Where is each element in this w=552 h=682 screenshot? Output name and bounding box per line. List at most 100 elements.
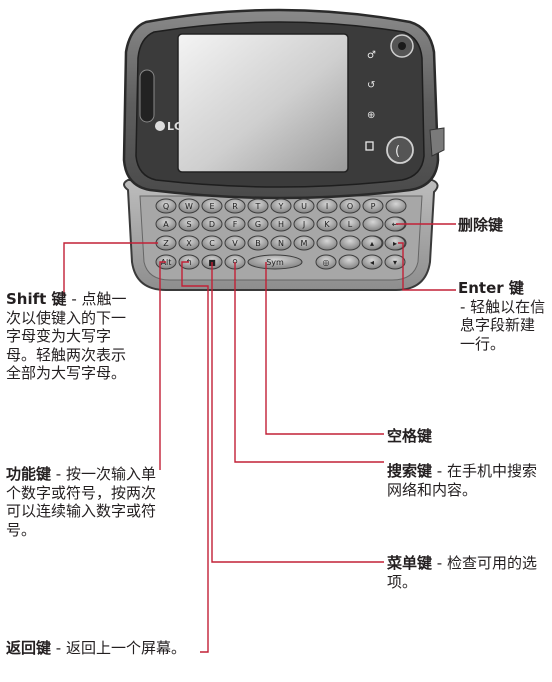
back-key-label: 返回键 - 返回上一个屏幕。	[6, 639, 211, 658]
enter-key-label: Enter 键 - 轻触以在信息字段新建一行。	[458, 279, 548, 353]
key-s[interactable]: S	[178, 216, 200, 232]
lg-logo: LG	[155, 120, 183, 133]
search-key-label: 搜索键 - 在手机中搜索网络和内容。	[387, 462, 547, 499]
key-b[interactable]: B	[247, 235, 269, 251]
key-z[interactable]: Z	[155, 235, 177, 251]
svg-text:Sym: Sym	[266, 258, 284, 267]
svg-text:K: K	[324, 220, 330, 229]
key-period[interactable]	[338, 254, 360, 270]
search-key-desc: - 在手机中搜索网络和内容。	[387, 462, 537, 499]
svg-text:▾: ▾	[393, 258, 397, 267]
delete-key-title: 删除键	[458, 216, 504, 234]
svg-text:LG: LG	[167, 120, 183, 133]
key-left[interactable]: ◂	[361, 254, 383, 270]
key-g[interactable]: G	[247, 216, 269, 232]
svg-text:H: H	[278, 220, 284, 229]
key-w[interactable]: W	[178, 198, 200, 214]
key-v[interactable]: V	[224, 235, 246, 251]
key-d[interactable]: D	[201, 216, 223, 232]
space-key-title: 空格键	[387, 427, 433, 445]
key-m[interactable]: M	[293, 235, 315, 251]
svg-text:D: D	[209, 220, 215, 229]
key-delete[interactable]: ←	[384, 216, 406, 232]
key-y[interactable]: Y	[270, 198, 292, 214]
svg-text:U: U	[301, 202, 307, 211]
svg-text:Z: Z	[163, 239, 169, 248]
key-t[interactable]: T	[247, 198, 269, 214]
key-p[interactable]: P	[362, 198, 384, 214]
key-h[interactable]: H	[270, 216, 292, 232]
key-o[interactable]: O	[339, 198, 361, 214]
svg-text:↺: ↺	[367, 80, 375, 91]
screen	[177, 33, 349, 173]
shift-key-label: Shift 键 - 点触一次以使键入的下一字母变为大写字母。轻触两次表示全部为大…	[6, 290, 140, 383]
svg-text:←: ←	[392, 220, 399, 229]
key-r[interactable]: R	[224, 198, 246, 214]
shift-key-title: Shift 键	[6, 290, 67, 308]
svg-text:G: G	[255, 220, 261, 229]
phone-body: LG ♂ ↺ ⊕ (	[122, 8, 445, 200]
svg-text:I: I	[326, 202, 328, 211]
key-l[interactable]: L	[339, 216, 361, 232]
key-up[interactable]: ▴	[361, 235, 383, 251]
menu-key-desc: - 检查可用的选项。	[387, 554, 537, 591]
key-j[interactable]: J	[293, 216, 315, 232]
key-f[interactable]: F	[224, 216, 246, 232]
svg-text:S: S	[186, 220, 191, 229]
key-space[interactable]: Sym	[247, 254, 303, 270]
svg-text:L: L	[348, 220, 353, 229]
enter-key-title: Enter 键	[458, 279, 524, 297]
key-u[interactable]: U	[293, 198, 315, 214]
space-key-label: 空格键	[387, 427, 432, 446]
key-a[interactable]: A	[155, 216, 177, 232]
svg-text:C: C	[209, 239, 215, 248]
function-key-desc: - 按一次输入单个数字或符号，按两次可以连续输入数字或符号。	[6, 465, 157, 539]
svg-text:◂: ◂	[370, 258, 374, 267]
earpiece	[139, 69, 155, 123]
function-key-label: 功能键 - 按一次输入单个数字或符号，按两次可以连续输入数字或符号。	[6, 465, 166, 539]
svg-text:▸: ▸	[393, 239, 397, 248]
svg-text:♂: ♂	[367, 50, 376, 61]
svg-text:N: N	[278, 239, 284, 248]
back-key-desc: - 返回上一个屏幕。	[51, 639, 186, 657]
svg-text:F: F	[233, 220, 238, 229]
key-emoji[interactable]: ◎	[315, 254, 337, 270]
key-enter[interactable]: ▸	[384, 235, 406, 251]
svg-text:W: W	[185, 202, 193, 211]
enter-key-desc: - 轻触以在信息字段新建一行。	[460, 297, 546, 353]
menu-key-title: 菜单键	[387, 554, 433, 572]
key-extra-0-0[interactable]	[385, 198, 407, 214]
key-i[interactable]: I	[316, 198, 338, 214]
key-down[interactable]: ▾	[384, 254, 406, 270]
svg-text:J: J	[302, 220, 305, 229]
call-button	[386, 136, 414, 164]
key-c[interactable]: C	[201, 235, 223, 251]
key-n[interactable]: N	[270, 235, 292, 251]
svg-text:Y: Y	[278, 202, 284, 211]
svg-text:E: E	[209, 202, 214, 211]
key-extra-2-1[interactable]	[339, 235, 361, 251]
key-x[interactable]: X	[178, 235, 200, 251]
key-q[interactable]: Q	[155, 198, 177, 214]
svg-text:B: B	[255, 239, 261, 248]
svg-text:O: O	[347, 202, 353, 211]
key-e[interactable]: E	[201, 198, 223, 214]
key-extra-1-0[interactable]	[362, 216, 384, 232]
svg-text:(: (	[395, 144, 400, 159]
svg-text:P: P	[371, 202, 376, 211]
svg-text:V: V	[232, 239, 238, 248]
svg-text:A: A	[163, 220, 169, 229]
key-k[interactable]: K	[316, 216, 338, 232]
svg-text:M: M	[301, 239, 308, 248]
shift-key-desc: - 点触一次以使键入的下一字母变为大写字母。轻触两次表示全部为大写字母。	[6, 290, 127, 382]
svg-text:R: R	[232, 202, 238, 211]
back-key-title: 返回键	[6, 639, 52, 657]
svg-text:◎: ◎	[323, 258, 330, 267]
svg-text:X: X	[186, 239, 192, 248]
svg-text:▴: ▴	[370, 239, 374, 248]
search-key-title: 搜索键	[387, 462, 433, 480]
menu-key-label: 菜单键 - 检查可用的选项。	[387, 554, 547, 591]
key-extra-2-0[interactable]	[316, 235, 338, 251]
svg-text:⊕: ⊕	[367, 110, 375, 121]
